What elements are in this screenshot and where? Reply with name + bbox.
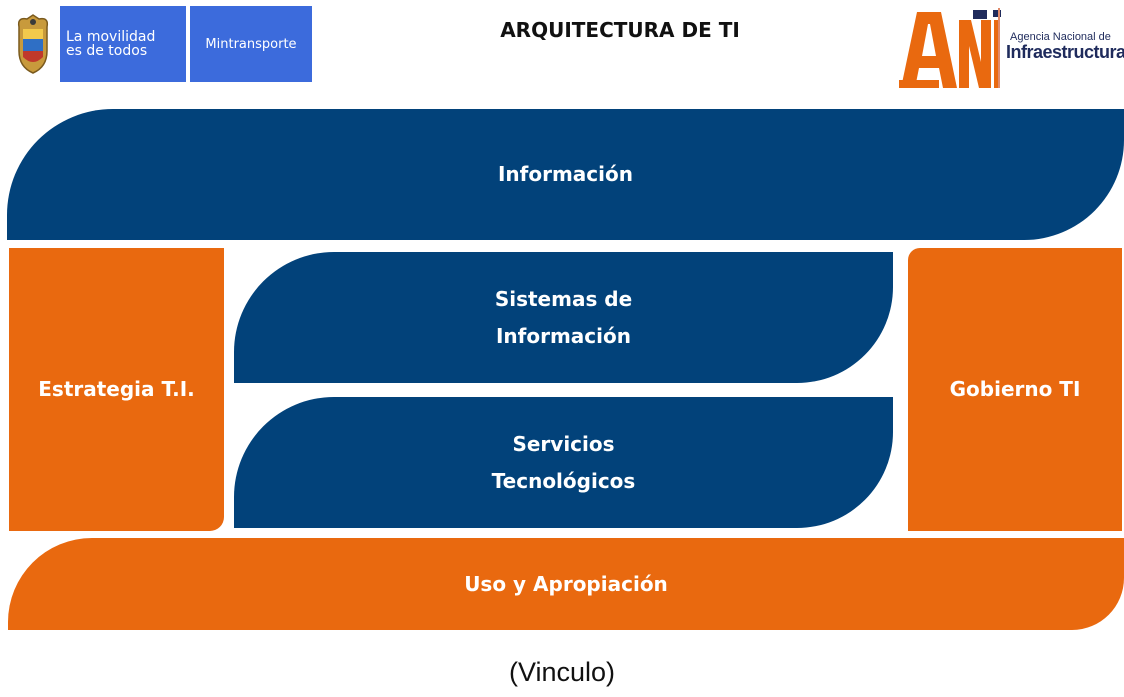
servicios-tecnologicos-block: Servicios Tecnológicos — [234, 397, 893, 528]
estrategia-ti-block: Estrategia T.I. — [9, 248, 224, 531]
ani-logo — [899, 10, 1001, 88]
ministry-block: Mintransporte — [190, 6, 312, 82]
uso-y-apropiacion-label: Uso y Apropiación — [464, 571, 668, 596]
sistemas-de-informacion-block: Sistemas de Información — [234, 252, 893, 383]
gov-banner-logo: La movilidad es de todos Mintransporte — [6, 6, 312, 82]
sistemas-label-line1: Sistemas de — [494, 286, 633, 311]
ministry-name: Mintransporte — [205, 36, 297, 52]
servicios-label-line1: Servicios — [512, 431, 615, 456]
ani-divider — [998, 8, 1000, 88]
ani-name-line1: Agencia Nacional de — [1010, 31, 1111, 43]
informacion-label: Información — [497, 162, 633, 186]
ani-mark-icon — [899, 10, 1001, 88]
ani-name-line2: Infraestructura — [1006, 42, 1124, 62]
servicios-label-line2: Tecnológicos — [491, 468, 636, 493]
page-title: ARQUITECTURA DE TI — [500, 18, 740, 42]
informacion-block: Información — [7, 109, 1124, 240]
estrategia-ti-label: Estrategia T.I. — [38, 377, 195, 401]
gobierno-ti-block: Gobierno TI — [908, 248, 1122, 531]
gobierno-ti-label: Gobierno TI — [949, 377, 1081, 401]
gov-slogan-line2: es de todos — [66, 43, 148, 59]
uso-y-apropiacion-block: Uso y Apropiación — [8, 538, 1124, 630]
gov-slogan-block: La movilidad es de todos — [60, 6, 186, 82]
caption-link[interactable]: (Vinculo) — [508, 657, 616, 687]
gov-slogan-line1: La movilidad — [66, 29, 156, 45]
colombia-coat-of-arms-icon — [6, 6, 60, 82]
sistemas-label-line2: Información — [495, 323, 631, 348]
